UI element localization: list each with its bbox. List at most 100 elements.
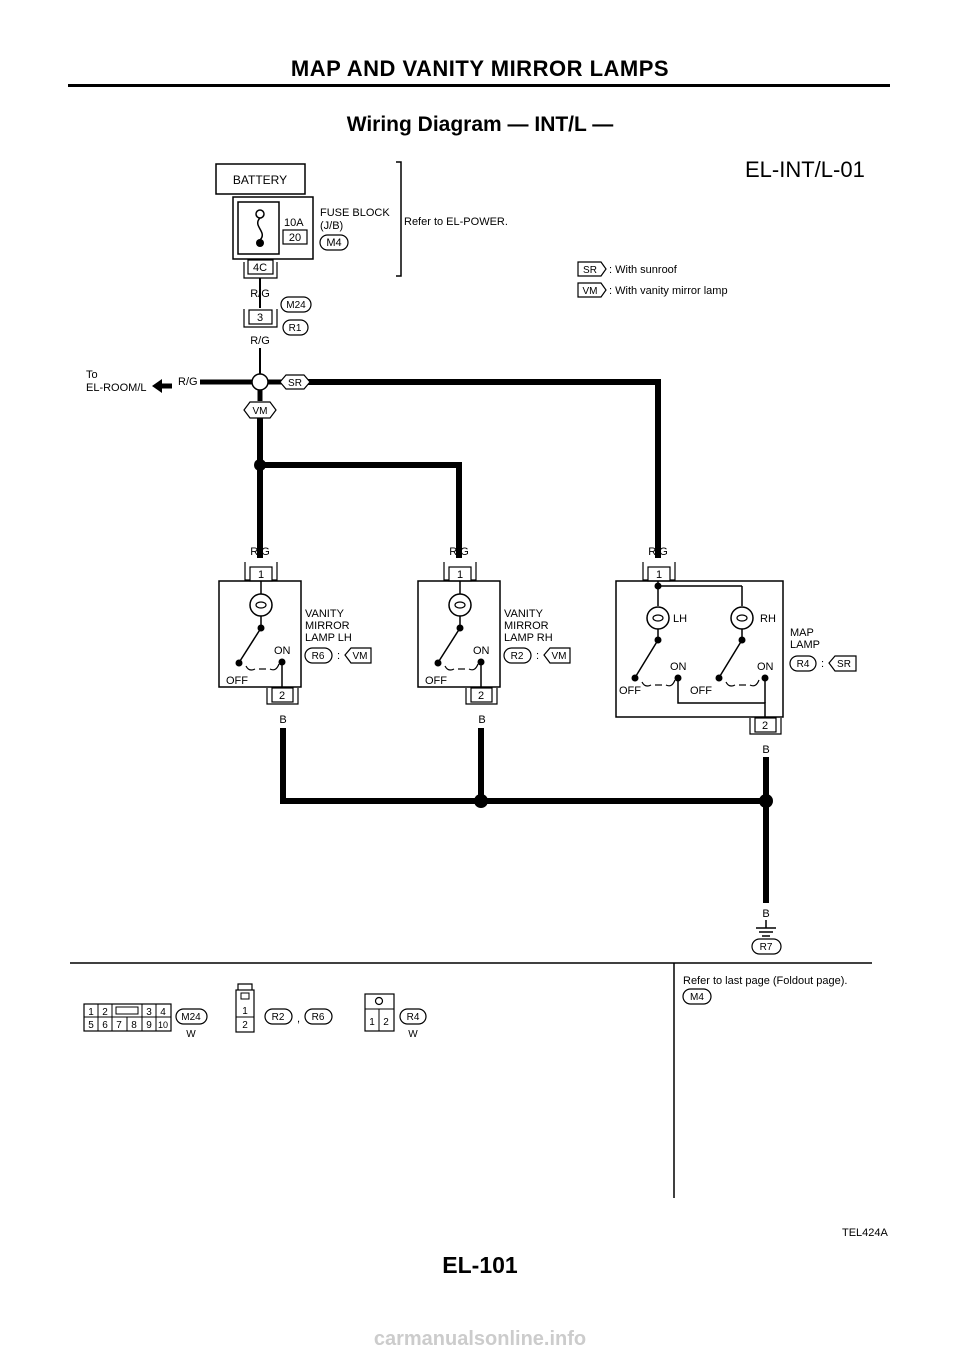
- connector-r4-color: W: [408, 1029, 418, 1040]
- figure-id: TEL424A: [842, 1227, 889, 1239]
- rh-terminal-1: 1: [457, 569, 463, 581]
- svg-text:3: 3: [146, 1007, 152, 1018]
- rh-on-label: ON: [473, 645, 490, 657]
- connector-m24-color: W: [186, 1029, 196, 1040]
- ground-tag-r7-label: R7: [760, 942, 773, 953]
- map-on-label-2: ON: [757, 661, 774, 673]
- svg-text:7: 7: [116, 1020, 122, 1031]
- fuse-block-label: FUSE BLOCK: [320, 207, 390, 219]
- lh-label-1: VANITY: [305, 608, 345, 620]
- map-label-2: LAMP: [790, 639, 820, 651]
- vanity-mirror-lamp-lh: 1 ON OFF 2 VANITY MIRROR LAMP LH R6 : VM…: [218, 562, 372, 726]
- sr-option-label: SR: [288, 378, 302, 389]
- page-number: EL-101: [442, 1252, 518, 1278]
- to-target: EL-ROOM/L: [86, 382, 147, 394]
- wire-sr-bus: [308, 379, 661, 558]
- map-off-label-1: OFF: [619, 685, 641, 697]
- connector-tag-r1: [282, 319, 309, 336]
- rh-terminal-2: 2: [478, 690, 484, 702]
- legend-vm-tag: [577, 282, 607, 298]
- bulb-icon: [730, 606, 754, 630]
- connector-r4-name: R4: [407, 1012, 420, 1023]
- bulb-icon: [646, 606, 670, 630]
- vm-option-tag: [243, 401, 277, 419]
- foldout-text: Refer to last page (Foldout page).: [683, 975, 847, 987]
- fuse-number: 20: [289, 232, 301, 244]
- connector-r6-name: R6: [312, 1012, 325, 1023]
- fuse-terminal-box: [247, 259, 274, 275]
- arrow-left-icon: [152, 379, 162, 393]
- map-off-label-2: OFF: [690, 685, 712, 697]
- lh-vm-tag: VM: [353, 651, 368, 662]
- fuse-terminal-label: 4C: [253, 262, 267, 274]
- svg-text:5: 5: [88, 1020, 94, 1031]
- fuse-number-box: [282, 229, 308, 245]
- ground-tag-r7: [751, 938, 782, 955]
- rh-label-3: LAMP RH: [504, 632, 553, 644]
- connector-face-r2-r6: 1 2 R2 , R6: [235, 983, 333, 1033]
- connector-face-m24: 1 2 3 4 5 6 7 8 9 10 M24 W: [83, 1003, 208, 1040]
- legend-vm-code: VM: [583, 286, 598, 297]
- fuse-block-outline: [232, 196, 314, 260]
- lh-terminal-1: 1: [258, 569, 264, 581]
- joint-terminal: 3: [257, 312, 263, 324]
- rh-label-1: VANITY: [504, 608, 544, 620]
- svg-text:1: 1: [88, 1007, 94, 1018]
- rh-housing: [417, 580, 501, 688]
- fuse-terminal-bottom: [256, 239, 264, 247]
- fuse-holder: [237, 201, 280, 255]
- map-sr-tag: SR: [837, 659, 851, 670]
- switch-icon: [438, 627, 461, 662]
- wire-color-rg-3: R/G: [178, 376, 198, 388]
- fuse-amp: 10A: [284, 217, 304, 229]
- lh-off-label: OFF: [226, 675, 248, 687]
- lh-label-2: MIRROR: [305, 620, 350, 632]
- rh-off-label: OFF: [425, 675, 447, 687]
- connector-tag-m24-label: M24: [286, 300, 306, 311]
- svg-text:1: 1: [369, 1017, 375, 1028]
- connector-m24-name: M24: [181, 1012, 201, 1023]
- bulb-icon: [249, 593, 273, 617]
- map-housing: [615, 580, 784, 718]
- svg-text:,: ,: [297, 1013, 300, 1025]
- switch-icon: [719, 639, 743, 677]
- wire-color-b-lh: B: [279, 714, 286, 726]
- fuse-icon: [257, 217, 263, 241]
- svg-text:9: 9: [146, 1020, 152, 1031]
- foldout-conn: M4: [690, 992, 704, 1003]
- wire-color-b-map: B: [762, 744, 769, 756]
- svg-text:10: 10: [158, 1020, 168, 1030]
- rh-colon: :: [536, 650, 539, 662]
- svg-text:2: 2: [102, 1007, 108, 1018]
- svg-text:4: 4: [160, 1007, 166, 1018]
- wire-color-rg-rh: R/G: [449, 546, 469, 558]
- map-rh-label: RH: [760, 613, 776, 625]
- wire-vm-rh: [260, 462, 462, 558]
- wire-color-rg-map: R/G: [648, 546, 668, 558]
- lh-terminal-2: 2: [279, 690, 285, 702]
- svg-text:8: 8: [131, 1020, 137, 1031]
- legend-sr-code: SR: [583, 265, 597, 276]
- lh-colon: :: [337, 650, 340, 662]
- svg-text:1: 1: [242, 1006, 248, 1017]
- svg-text:6: 6: [102, 1020, 108, 1031]
- wire-ground-bus: [280, 728, 766, 804]
- battery-label: BATTERY: [233, 173, 287, 187]
- refer-power: Refer to EL-POWER.: [404, 216, 508, 228]
- diagram-code: EL-INT/L-01: [745, 157, 865, 182]
- wire-color-rg-1: R/G: [250, 288, 270, 300]
- legend-sr-text: : With sunroof: [609, 264, 678, 276]
- junction-ground-rh: [474, 794, 488, 808]
- map-terminal-1: 1: [656, 569, 662, 581]
- legend-vm-text: : With vanity mirror lamp: [609, 285, 728, 297]
- joint-connector-box: [248, 309, 273, 325]
- wire-color-rg-lh: R/G: [250, 546, 270, 558]
- joint-connector-bracket: [243, 309, 278, 328]
- fuse-terminal-top: [255, 209, 265, 219]
- map-connector-r4: R4: [797, 659, 810, 670]
- connector-tag-r1-label: R1: [289, 323, 302, 334]
- map-label-1: MAP: [790, 627, 814, 639]
- bulb-icon: [448, 593, 472, 617]
- lh-label-3: LAMP LH: [305, 632, 352, 644]
